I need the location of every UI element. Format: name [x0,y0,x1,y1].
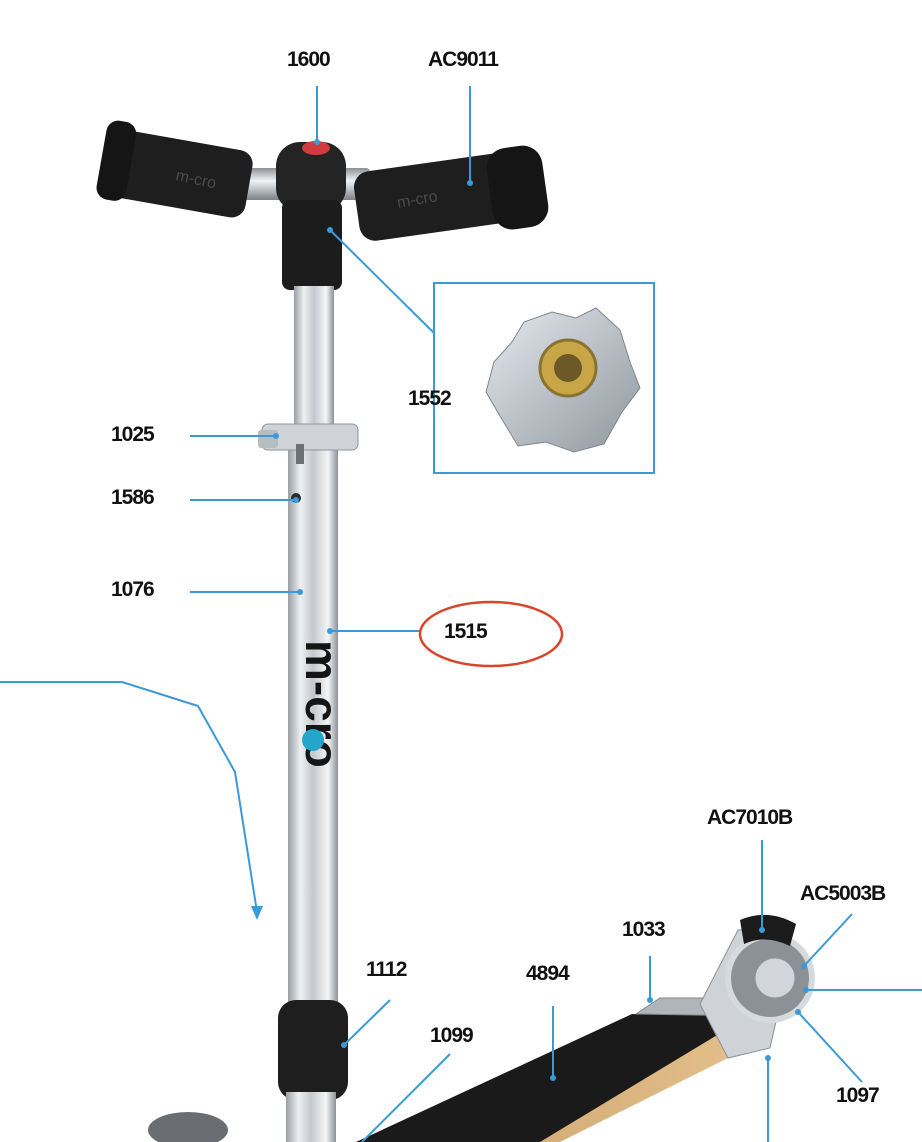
part-label-1515: 1515 [444,620,488,643]
leader-1112 [343,999,391,1046]
part-label-1097: 1097 [836,1084,880,1107]
part-label-1076: 1076 [111,578,155,601]
stem-base-collar [278,1000,348,1142]
rear-wheel-hub [754,957,796,999]
stem-brand-text: m-cro [296,640,348,768]
rear-brake-fender [740,914,796,946]
part-label-1025: 1025 [111,423,155,446]
part-label-ac7010b: AC7010B [707,806,793,829]
deck-assembly [356,914,815,1142]
red-button-cap [302,141,330,155]
t-bar-clamp [276,141,346,290]
leader-end-dots [273,139,809,1081]
leader-off-left [0,681,258,913]
highlight-circle-1515 [418,600,564,668]
star-nut-image [485,307,641,453]
part-label-1112: 1112 [366,958,407,981]
leader-1099 [361,1053,451,1142]
left-grip: m-cro [96,120,253,218]
part-label-1586: 1586 [111,486,155,509]
leader-ac5003b [803,913,853,967]
part-label-4894: 4894 [526,962,570,985]
stem-logo-dot [302,729,324,751]
lower-stem-tube [288,444,338,1004]
steering-stem: m-cro [148,286,359,1142]
right-grip-brand-text: m-cro [396,188,439,212]
leader-lines [0,86,922,1142]
part-label-1552: 1552 [408,387,452,410]
arrow-head [251,906,263,920]
part-label-ac9011: AC9011 [428,48,499,71]
leader-1552 [329,229,435,334]
folding-clamp [258,423,359,464]
nut-detail-inset [433,282,655,474]
part-label-ac5003b: AC5003B [800,882,886,905]
right-grip: m-cro [353,145,549,241]
part-label-1033: 1033 [622,918,666,941]
part-label-1099: 1099 [430,1024,474,1047]
part-label-1600: 1600 [287,48,331,71]
handlebar-assembly: m-cro m-cro [96,120,549,290]
front-wheel-edge [148,1112,228,1142]
upper-stem-tube [294,286,334,446]
leader-1097 [797,1011,863,1083]
